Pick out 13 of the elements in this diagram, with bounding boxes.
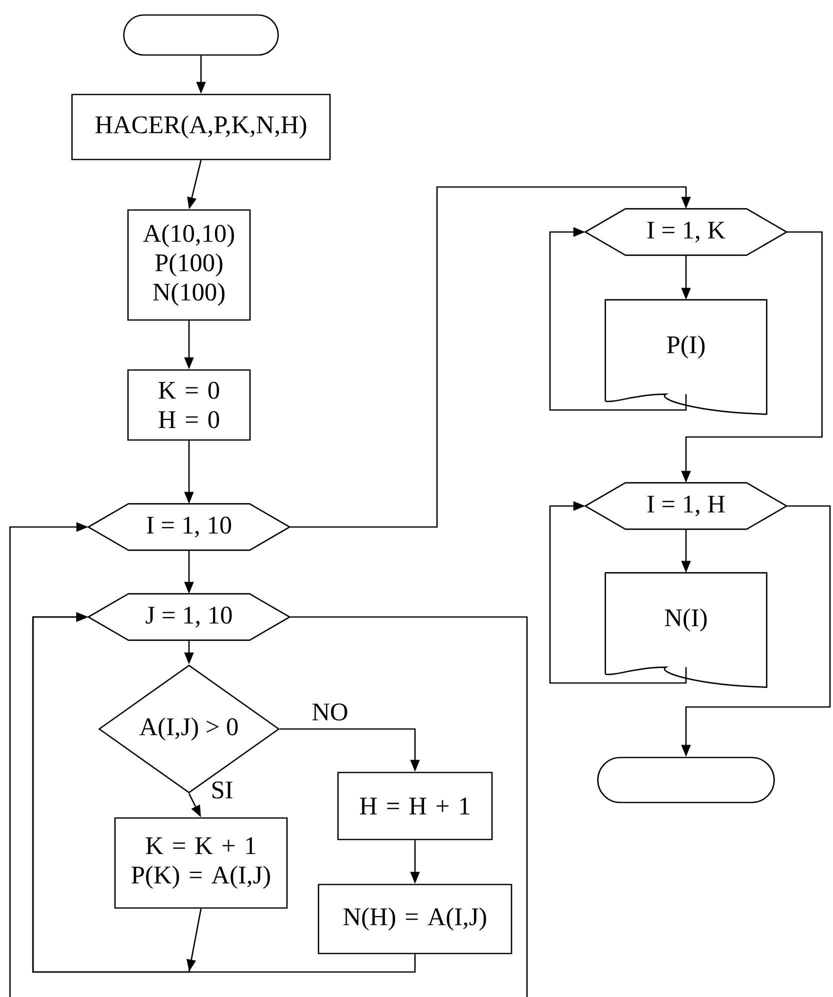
edge-label: NO (310, 702, 350, 722)
process-box: HACER(A,P,K,N,H) (71, 94, 331, 160)
process-box: K = 0 H = 0 (127, 369, 251, 441)
process-box: N(H) = A(I,J) (318, 884, 512, 954)
arrow (549, 501, 687, 684)
process-box: H = H + 1 (337, 772, 493, 840)
arrow (32, 612, 416, 973)
output-document: P(I) (604, 299, 768, 415)
output-document: N(I) (604, 572, 768, 688)
arrow (290, 186, 691, 528)
arrow (549, 227, 687, 411)
process-box: A(10,10) P(100) N(100) (127, 209, 251, 321)
process-box: K = K + 1 P(K) = A(I,J) (114, 817, 288, 909)
